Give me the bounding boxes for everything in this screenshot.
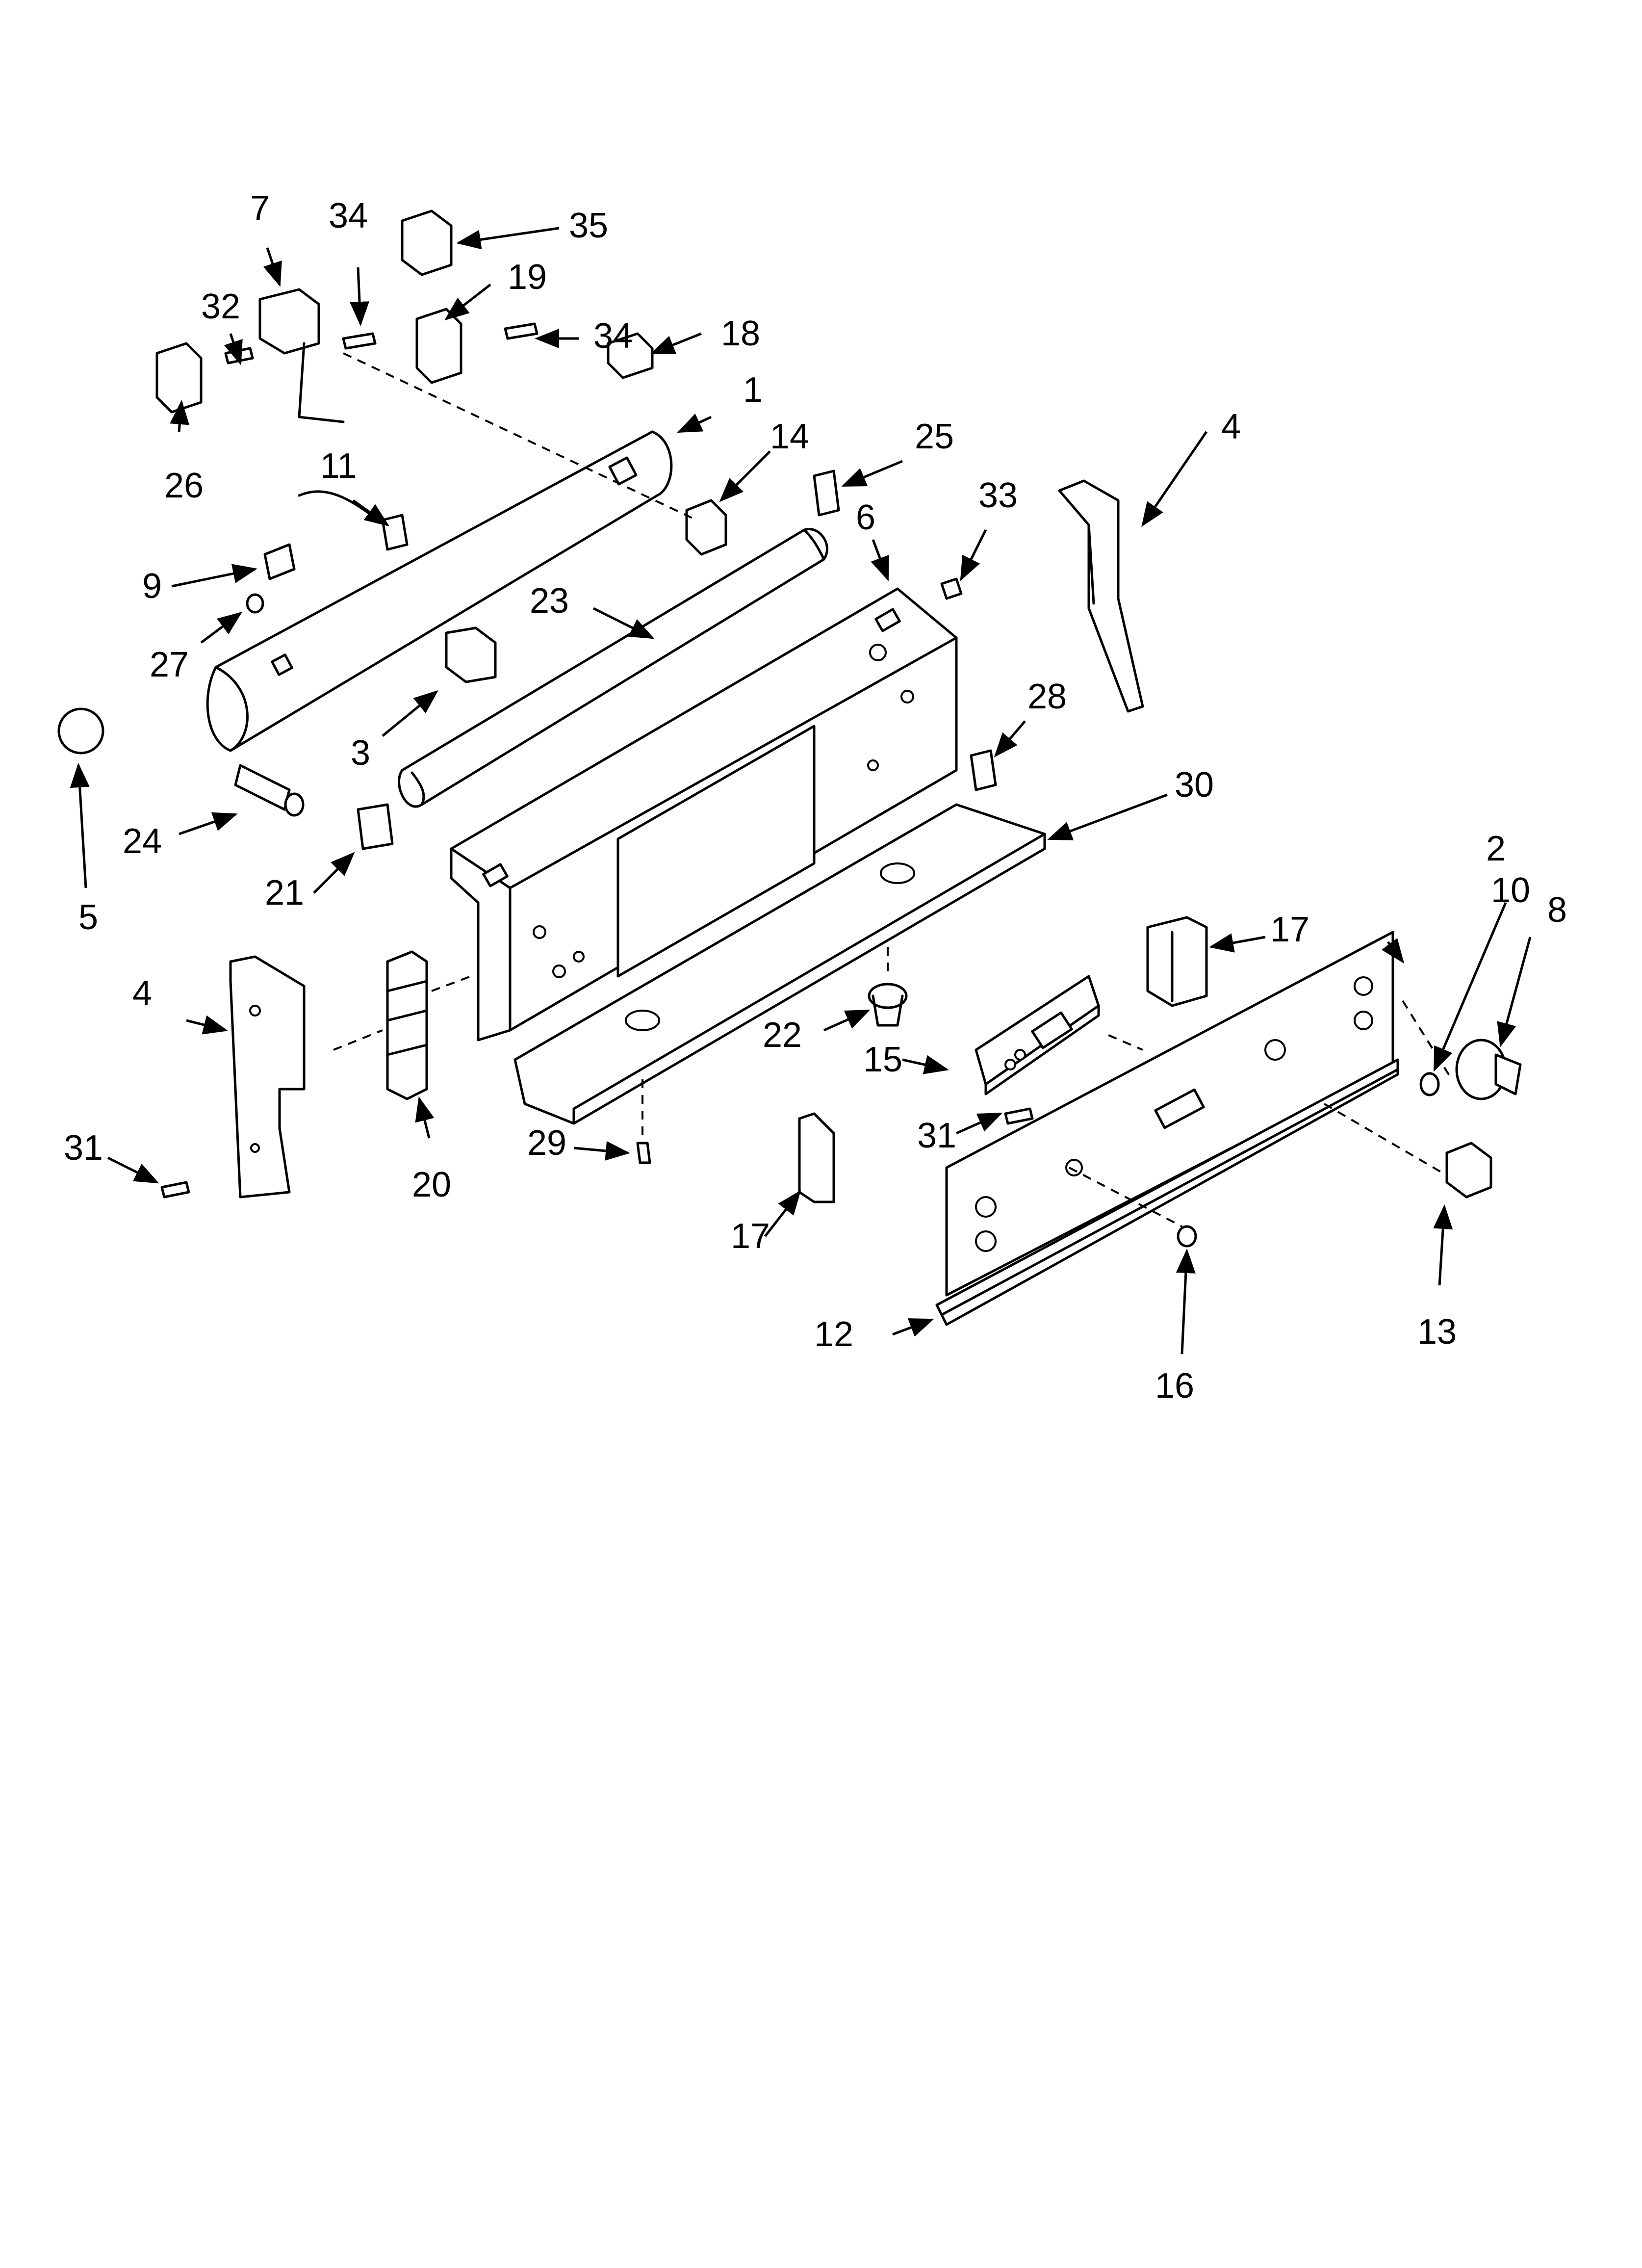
part-clip [357, 803, 394, 850]
part-control-board [975, 975, 1100, 1095]
part-terminal-block [685, 499, 727, 556]
part-washer [246, 593, 264, 614]
part-small-bracket [970, 749, 997, 791]
part-screws [160, 322, 1034, 1199]
callout-23: 23 [530, 581, 569, 621]
part-knob-insert [1419, 1072, 1440, 1096]
part-knob [1455, 1039, 1522, 1100]
callout-7: 7 [250, 189, 270, 228]
callout-31-left: 31 [64, 1128, 103, 1168]
callout-17-upper: 17 [1270, 910, 1309, 949]
part-fitting [868, 983, 908, 1027]
callout-21: 21 [265, 873, 304, 912]
part-wire-harness [298, 490, 409, 551]
callout-35: 35 [569, 206, 608, 245]
callout-26: 26 [164, 466, 204, 505]
part-switch-35 [401, 209, 453, 276]
leader-arrows [70, 227, 1532, 1355]
part-relay [445, 626, 497, 683]
callout-27: 27 [150, 645, 189, 684]
callout-6: 6 [856, 498, 875, 537]
callout-12: 12 [814, 1315, 853, 1354]
callout-22: 22 [763, 1016, 802, 1055]
part-end-cap-right [1058, 479, 1144, 713]
callout-30: 30 [1175, 765, 1214, 805]
callout-32: 32 [201, 287, 240, 326]
part-end-cap-left [229, 955, 306, 1199]
callout-10: 10 [1491, 871, 1530, 910]
assembly-lines [333, 352, 1453, 1227]
part-switch-7 [258, 288, 345, 423]
part-bracket-upper [1146, 916, 1208, 1007]
part-lamp-tube [398, 527, 828, 808]
part-control-bracket [450, 587, 958, 1042]
callout-11: 11 [320, 446, 357, 486]
callout-5: 5 [78, 898, 98, 937]
callout-18: 18 [721, 314, 760, 353]
callout-31-right: 31 [917, 1116, 956, 1155]
part-button [1177, 1225, 1197, 1248]
callout-9: 9 [142, 567, 162, 606]
part-switch-19 [415, 308, 462, 384]
callout-34-top: 34 [329, 196, 368, 235]
part-cap [813, 469, 840, 517]
callout-17-lower: 17 [731, 1217, 770, 1256]
callout-20: 20 [412, 1165, 451, 1204]
part-lamp-socket [234, 764, 305, 817]
callout-2: 2 [1486, 829, 1506, 868]
callouts: 1 2 3 4 4 5 6 7 8 9 10 11 12 13 14 15 16… [64, 189, 1567, 1406]
callout-16: 16 [1155, 1366, 1194, 1406]
callout-14: 14 [770, 417, 809, 456]
part-module [607, 332, 654, 379]
part-trim-tube [206, 430, 673, 752]
callout-8: 8 [1547, 890, 1567, 930]
callout-15: 15 [863, 1040, 902, 1079]
part-gear [57, 707, 104, 755]
callout-29: 29 [527, 1123, 566, 1163]
part-small-clip [263, 543, 296, 580]
part-wire-clip [386, 950, 428, 1100]
callout-4-left: 4 [132, 974, 152, 1013]
part-bracket-lower [798, 1112, 835, 1203]
callout-34-mid: 34 [593, 316, 633, 356]
callout-3: 3 [351, 733, 370, 773]
callout-4-right: 4 [1221, 407, 1241, 446]
callout-25: 25 [915, 417, 954, 456]
callout-13: 13 [1417, 1312, 1457, 1352]
part-trim-strip [935, 1058, 1399, 1326]
callout-28: 28 [1027, 677, 1067, 716]
callout-19: 19 [508, 258, 547, 297]
part-switch-26 [155, 342, 203, 414]
callout-24: 24 [123, 822, 162, 861]
callout-33: 33 [978, 476, 1018, 515]
part-bottom-plate [513, 803, 1046, 1125]
callout-1: 1 [743, 370, 763, 410]
part-switch [1445, 1142, 1492, 1199]
